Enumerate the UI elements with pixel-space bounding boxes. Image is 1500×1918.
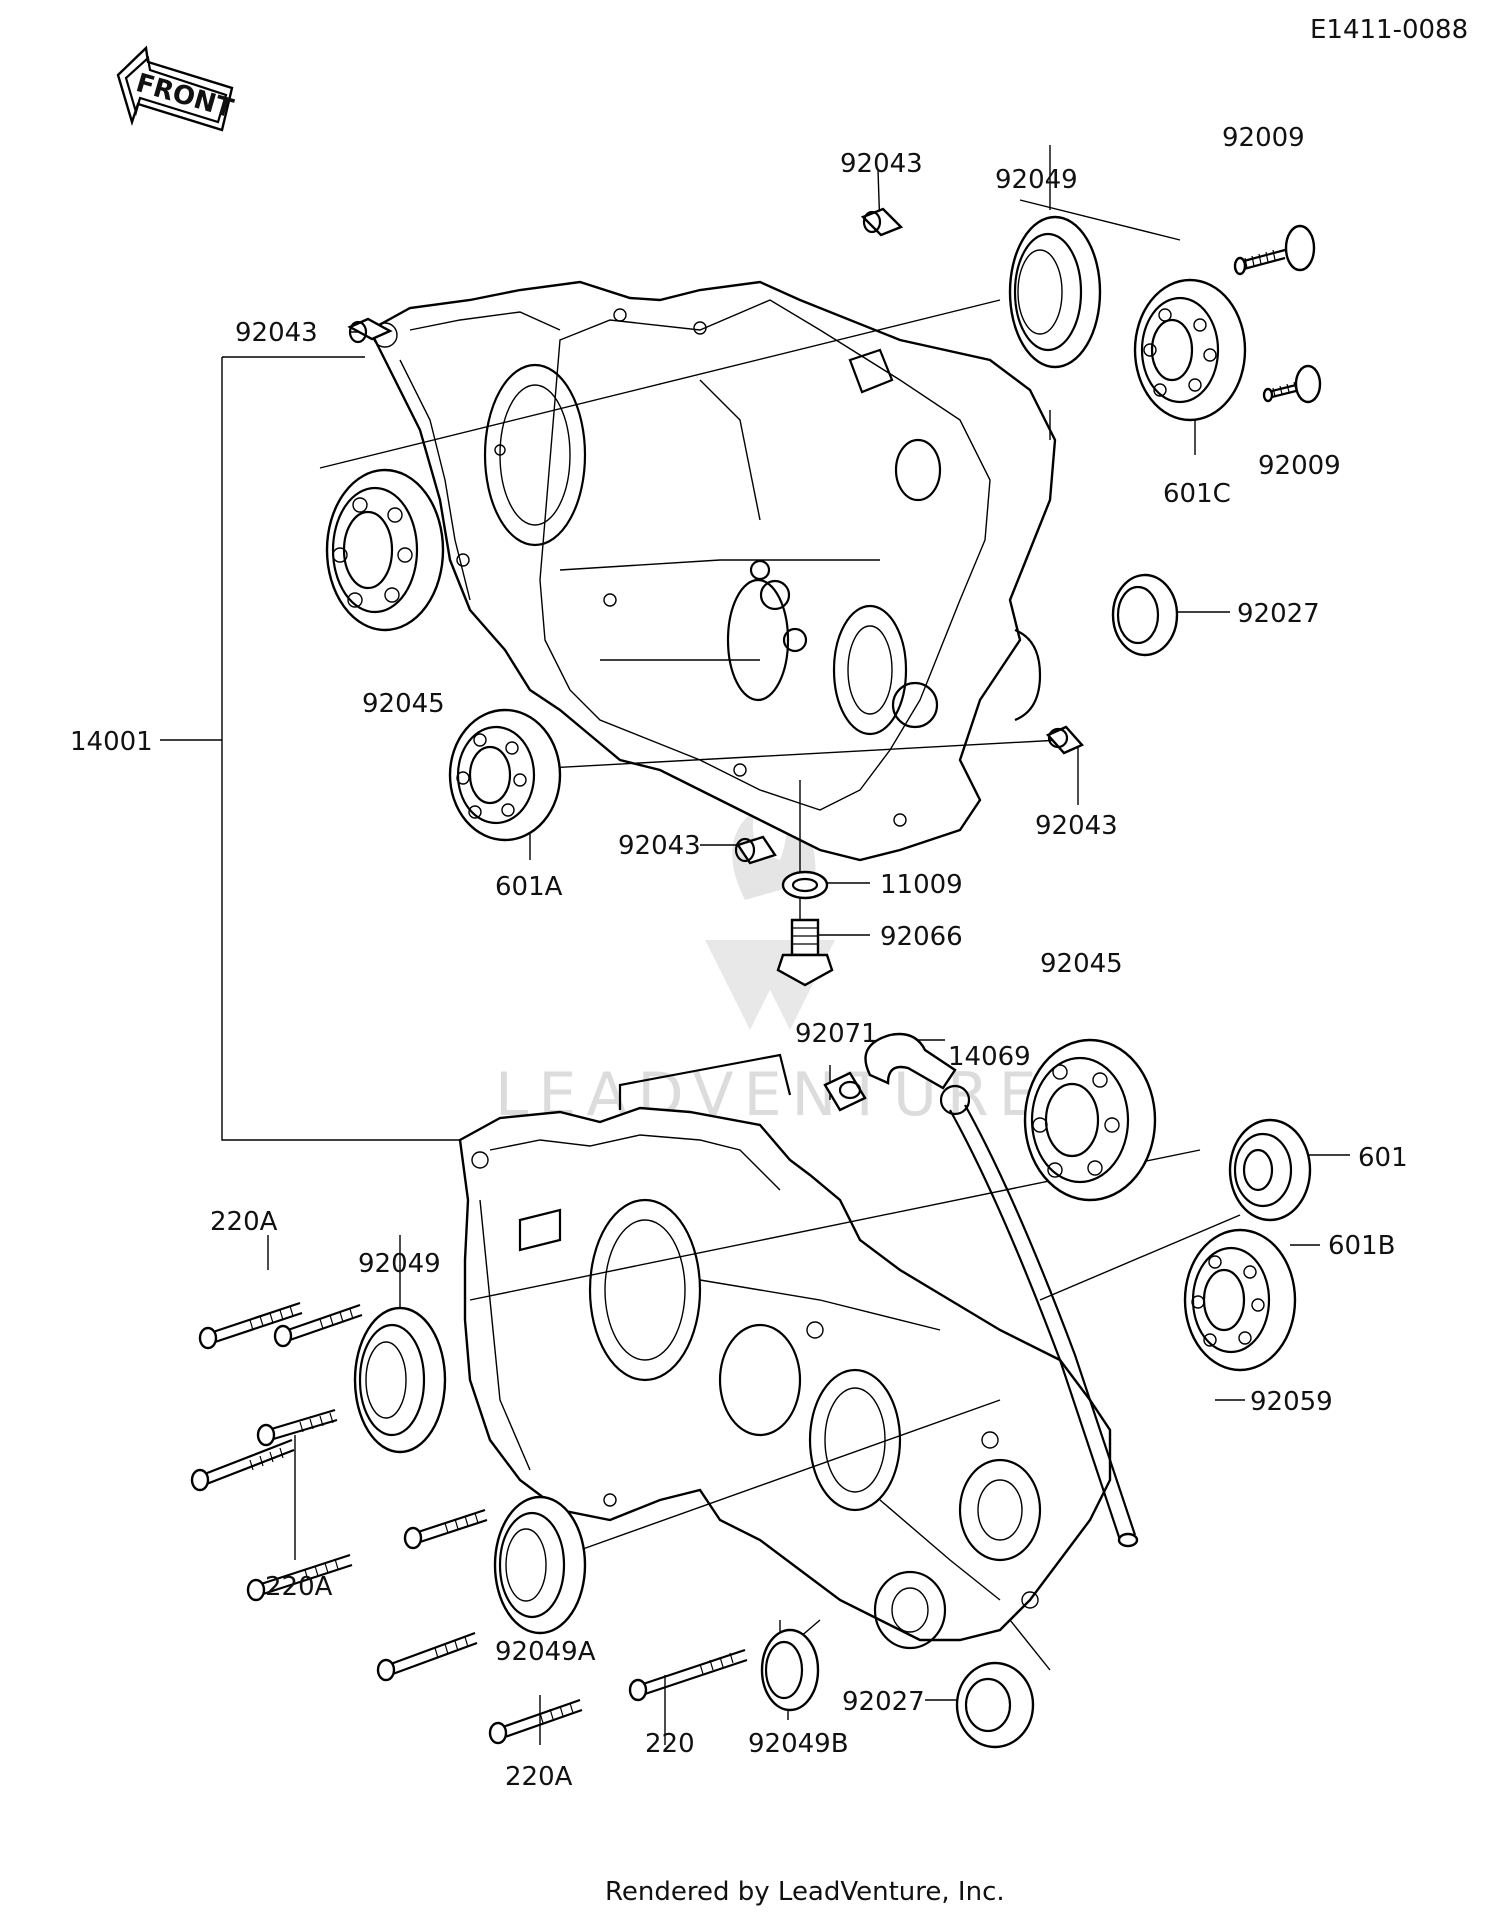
label-601B: 601B: [1328, 1231, 1395, 1261]
bolt-220A-5: [403, 1508, 488, 1550]
label-92049A: 92049A: [495, 1637, 596, 1667]
label-92027-bottom: 92027: [842, 1687, 925, 1717]
label-14069: 14069: [948, 1042, 1031, 1072]
label-601: 601: [1358, 1143, 1408, 1173]
label-92043-center: 92043: [618, 831, 701, 861]
bolt-220A-7: [376, 1631, 478, 1682]
label-92043-right: 92043: [1035, 811, 1118, 841]
label-92027-right: 92027: [1237, 599, 1320, 629]
bolt-220A-2: [273, 1303, 363, 1348]
dowel-pin-left: [347, 317, 393, 344]
elbow-14069: [864, 1032, 971, 1116]
upper-crankcase: [368, 280, 1057, 862]
label-92043-top: 92043: [840, 149, 923, 179]
label-92045-left: 92045: [362, 689, 445, 719]
bearing-601C: [1133, 278, 1247, 422]
label-220A-top: 220A: [210, 1207, 278, 1237]
bolt-220A-6: [246, 1553, 353, 1602]
collar-92027-bottom: [955, 1661, 1035, 1749]
bearing-601: [1228, 1118, 1312, 1222]
dowel-pin-center: [734, 835, 777, 865]
label-92049-top: 92049: [995, 165, 1078, 195]
label-92043-left: 92043: [235, 318, 318, 348]
label-92059: 92059: [1250, 1387, 1333, 1417]
bolt-220: [628, 1648, 748, 1702]
label-92066: 92066: [880, 922, 963, 952]
footer-credit: Rendered by LeadVenture, Inc.: [605, 1877, 1005, 1907]
drain-plug-92066: [776, 918, 834, 987]
callout-labels: 92043 92049 92009 92043 92009 601C 92027…: [70, 123, 1408, 1792]
oil-seal-92049-top: [1008, 215, 1102, 369]
label-601C: 601C: [1163, 479, 1231, 509]
front-arrow-icon: FRONT: [116, 45, 237, 132]
oil-seal-92049B: [760, 1628, 820, 1712]
lower-crankcase: [458, 1053, 1112, 1650]
bolts-220A: [190, 1301, 583, 1745]
diagram-code: E1411-0088: [1310, 15, 1468, 45]
oil-seal-92049A: [493, 1495, 587, 1635]
label-92049-left: 92049: [358, 1249, 441, 1279]
label-92049B: 92049B: [748, 1729, 849, 1759]
fitting-92071: [823, 1071, 867, 1112]
bolt-220A-3: [256, 1408, 338, 1447]
bolt-220A-4: [190, 1438, 295, 1492]
bolt-92009-mid: [1262, 364, 1322, 404]
collar-92027-right: [1111, 573, 1179, 657]
oil-seal-92049-left: [353, 1306, 447, 1454]
label-220A-bottom: 220A: [505, 1762, 573, 1792]
label-601A: 601A: [495, 872, 563, 902]
label-92045-right: 92045: [1040, 949, 1123, 979]
washer-11009: [781, 870, 829, 900]
label-11009: 11009: [880, 870, 963, 900]
bolt-220A-8: [488, 1698, 583, 1745]
label-14001: 14001: [70, 727, 153, 757]
label-92009-mid: 92009: [1258, 451, 1341, 481]
label-220: 220: [645, 1729, 695, 1759]
label-220A-mid: 220A: [265, 1572, 333, 1602]
label-92071: 92071: [795, 1019, 878, 1049]
bearing-601A: [448, 708, 562, 842]
bearing-92045-left: [325, 468, 445, 632]
bolt-92009-top: [1233, 224, 1316, 276]
hose-92059: [949, 1104, 1139, 1548]
label-92009-top: 92009: [1222, 123, 1305, 153]
bearing-601B: [1183, 1228, 1297, 1372]
bolt-220A-1: [198, 1301, 303, 1350]
dowel-pin-top: [860, 207, 904, 237]
bearing-92045-right: [1023, 1038, 1157, 1202]
dowel-pin-right: [1046, 725, 1084, 755]
